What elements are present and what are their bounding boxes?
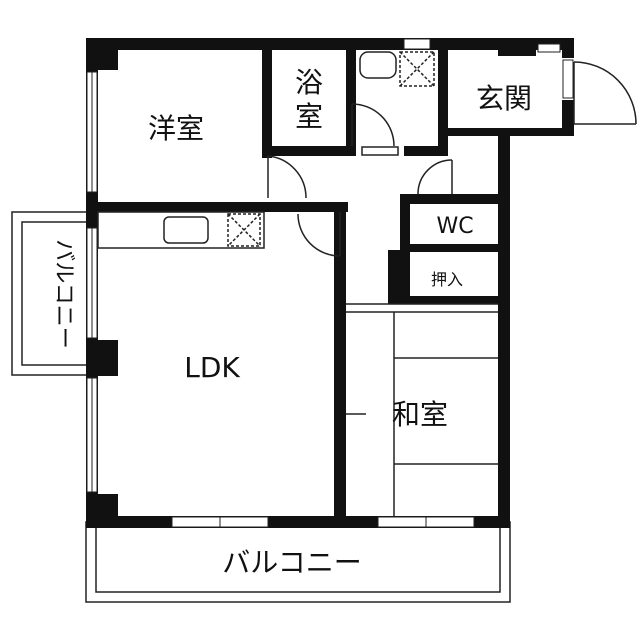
bath-label-2: 室 bbox=[295, 100, 323, 133]
balcony-bottom-label: バルコニー bbox=[222, 546, 361, 579]
wc-label: WC bbox=[436, 214, 473, 239]
windows bbox=[86, 38, 574, 528]
interior-walls bbox=[86, 38, 510, 528]
bath-label-1: 浴 bbox=[295, 66, 323, 99]
ldk-label: LDK bbox=[184, 351, 240, 384]
balcony-side-label: バルコニー bbox=[51, 239, 76, 349]
closet-label: 押入 bbox=[431, 270, 463, 289]
kitchen-counter bbox=[97, 211, 265, 249]
entrance-label: 玄関 bbox=[476, 82, 532, 115]
balcony-side bbox=[11, 211, 93, 376]
doors bbox=[267, 61, 637, 257]
japanese-room-label: 和室 bbox=[392, 398, 448, 431]
tatami-lines bbox=[346, 303, 498, 516]
washroom-fixtures bbox=[359, 51, 435, 87]
western-room-label: 洋室 bbox=[148, 112, 204, 145]
